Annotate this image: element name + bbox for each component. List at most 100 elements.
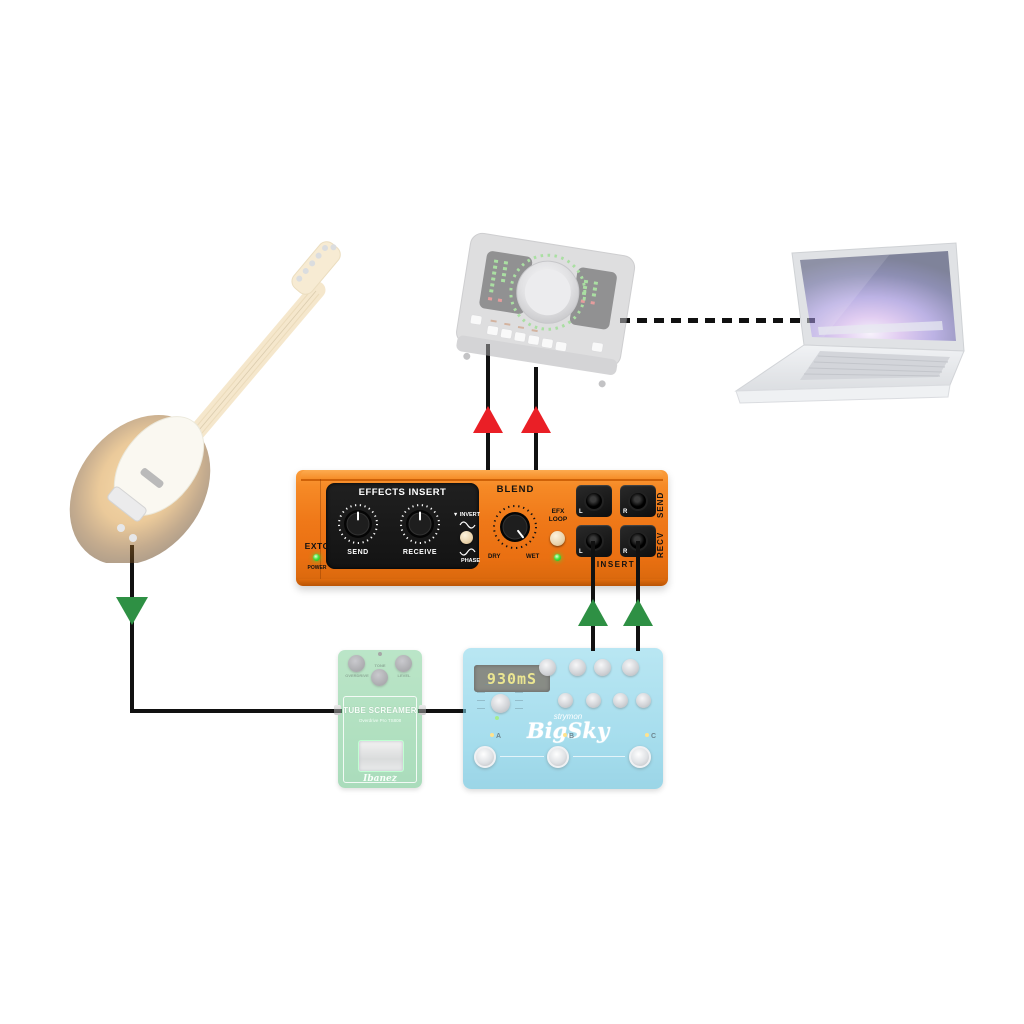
guitar-cable-horizontal	[130, 709, 342, 713]
jack-l-label: L	[579, 549, 583, 555]
footswitch-a-label: A	[490, 733, 501, 740]
insert-label: INSERT	[596, 560, 636, 569]
ts-frame	[343, 696, 417, 783]
tone-knob-label: TONE	[374, 663, 386, 669]
extc-top-lid	[301, 470, 663, 481]
bigsky-knob-5[interactable]	[558, 693, 573, 708]
power-label: POWER	[307, 565, 327, 571]
send-jack-right[interactable]: R	[620, 485, 656, 517]
bigsky-knob-6[interactable]	[586, 693, 601, 708]
tone-knob[interactable]	[371, 669, 388, 686]
wet-label: WET	[526, 554, 540, 560]
recv-jacks-label: RECV	[656, 531, 665, 558]
tube-screamer-pedal: OVERDRIVE TONE LEVEL TUBE SCREAMER Overd…	[334, 650, 426, 788]
bigsky-model: BigSky	[526, 718, 610, 743]
jack-hole	[628, 491, 648, 511]
invert-label: ▼ INVERT	[452, 512, 480, 518]
bigsky-knob-1[interactable]	[539, 659, 556, 676]
effects-insert-panel: EFFECTS INSERT SEND RECEIVE ▼ INVERT	[326, 483, 480, 569]
laptop-front-edge	[735, 384, 951, 404]
bigsky-knob-3[interactable]	[594, 659, 611, 676]
electric-guitar	[69, 241, 341, 563]
bigsky-divider-left	[500, 756, 544, 757]
send-jack-left[interactable]: L	[576, 485, 612, 517]
ts-led	[378, 652, 382, 656]
return-cable-right	[636, 541, 640, 651]
extc-model-label: EXTC	[304, 541, 330, 551]
footswitch-b-label: B	[563, 733, 574, 740]
pedal-link-cable	[418, 709, 466, 713]
ts-footswitch[interactable]	[358, 740, 404, 772]
waveform-inverted-icon	[459, 548, 476, 556]
ts-title: TUBE SCREAMER	[343, 706, 417, 715]
laptop	[734, 242, 965, 404]
jack-r-label: R	[623, 549, 628, 555]
footswitch-c-label: C	[645, 733, 656, 740]
invert-triangle-icon: ▼	[452, 512, 459, 518]
extc-panel-seam	[320, 479, 321, 579]
extc-effects-insert-unit: EXTC POWER EFFECTS INSERT SEND RECEIVE ▼…	[296, 470, 668, 586]
phase-label: PHASE	[461, 558, 480, 564]
dry-label: DRY	[488, 554, 501, 560]
arrow-to-interface-left	[473, 406, 503, 433]
jack-l-label: L	[579, 509, 583, 515]
blend-label: BLEND	[496, 484, 535, 495]
usb-cable-dashed-line	[620, 318, 815, 323]
guitar-headstock	[291, 241, 341, 295]
bigsky-pedal: 930mS strymon BigSky A B C	[463, 648, 663, 789]
panel-title: EFFECTS INSERT	[358, 487, 447, 498]
laptop-keyboard	[800, 351, 950, 380]
ts-brand: Ibanez	[363, 774, 397, 784]
receive-knob-label: RECEIVE	[402, 549, 438, 556]
overdrive-knob[interactable]	[348, 655, 365, 672]
arrow-to-insert-left	[578, 599, 608, 626]
bigsky-knob-7[interactable]	[613, 693, 628, 708]
laptop-dock	[818, 321, 943, 335]
extc-bottom-edge	[299, 579, 665, 586]
bigsky-footswitch-b[interactable]	[547, 746, 569, 768]
bigsky-display: 930mS	[474, 665, 550, 692]
jack-hole	[584, 491, 604, 511]
send-knob[interactable]	[336, 502, 380, 546]
interface-level-arc	[509, 253, 587, 331]
level-knob[interactable]	[395, 655, 412, 672]
blend-knob[interactable]	[491, 503, 539, 551]
interface-meter-panel-right	[569, 267, 617, 330]
bigsky-brand: strymon	[553, 712, 583, 721]
receive-knob[interactable]	[398, 502, 442, 546]
ts-input-jack	[334, 705, 341, 715]
guitar-cable-vertical	[130, 545, 134, 713]
send-knob-label: SEND	[347, 549, 369, 556]
efx-loop-led	[554, 554, 561, 561]
bigsky-footswitch-a[interactable]	[474, 746, 496, 768]
arrow-to-insert-right	[623, 599, 653, 626]
waveform-normal-icon	[459, 521, 476, 529]
efx-loop-button[interactable]	[550, 531, 565, 546]
bigsky-knob-4[interactable]	[622, 659, 639, 676]
audio-interface	[456, 232, 636, 388]
overdrive-knob-label: OVERDRIVE	[345, 673, 369, 679]
bigsky-footswitch-c[interactable]	[629, 746, 651, 768]
arrow-to-interface-right	[521, 406, 551, 433]
return-cable-left	[591, 541, 595, 651]
footswitch-a-led	[490, 733, 494, 737]
guitar-body	[69, 414, 211, 563]
phase-invert-button[interactable]	[460, 531, 473, 544]
footswitch-c-led	[645, 733, 649, 737]
bigsky-divider-right	[573, 756, 625, 757]
laptop-screen	[800, 251, 956, 341]
bigsky-type-knob[interactable]	[491, 694, 510, 713]
ts-subtitle: Overdrive Pro TS808	[358, 718, 402, 723]
ts-output-jack	[419, 705, 426, 715]
jack-r-label: R	[623, 509, 628, 515]
bigsky-knob-2[interactable]	[569, 659, 586, 676]
bigsky-knob-8[interactable]	[636, 693, 651, 708]
arrow-guitar-signal-down	[116, 597, 148, 625]
bigsky-type-led	[495, 716, 499, 720]
power-led	[313, 554, 320, 561]
send-jacks-label: SEND	[656, 491, 665, 518]
bigsky-display-value: 930mS	[486, 669, 538, 688]
footswitch-b-led	[563, 733, 567, 737]
